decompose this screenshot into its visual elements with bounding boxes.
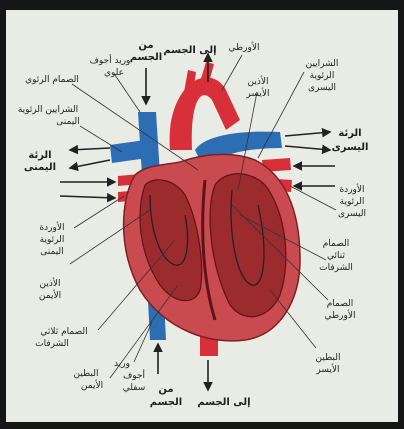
label-aorta: الأورطي xyxy=(229,41,260,53)
label-from-body-bottom-2: الجسم xyxy=(150,397,182,408)
label-rpv-3: اليمنى xyxy=(40,247,63,257)
label-mitral-1: الصمام xyxy=(323,239,350,249)
arrow-left-lung-1 xyxy=(285,132,330,136)
label-rpv-1: الأوردة xyxy=(39,221,64,233)
label-mitral-2: ثنائي xyxy=(327,251,345,261)
label-aortic-valve-2: الأورطي xyxy=(325,309,356,321)
label-lpa-3: اليسرى xyxy=(308,83,336,93)
label-left-lung-2: اليسرى xyxy=(332,142,369,153)
arrow-right-lung-2 xyxy=(70,160,110,168)
arrow-right-vein-2 xyxy=(60,196,115,198)
label-left-lung-1: الرئة xyxy=(338,128,361,139)
label-rpv-2: الرئوية xyxy=(40,235,65,245)
label-lpv-2: الرئوية xyxy=(340,197,365,207)
leader-svc xyxy=(115,75,140,112)
arrow-left-lung-2 xyxy=(285,146,330,150)
label-ivc-3: سفلي xyxy=(123,383,146,393)
label-left-ventricle-2: الأيسر xyxy=(315,363,339,375)
label-tricuspid-1: الصمام ثلاثي xyxy=(40,327,87,337)
label-right-atrium-1: الأذين xyxy=(40,277,61,289)
label-lpa-2: الرئوية xyxy=(310,71,335,81)
label-ivc-2: أجوف xyxy=(123,369,145,381)
label-left-atrium-1: الأذين xyxy=(248,75,269,87)
label-svc-2: علوي xyxy=(104,68,124,78)
label-left-atrium-2: الأيسر xyxy=(245,87,269,99)
label-ivc-1: وريد xyxy=(114,359,130,369)
leader-aorta xyxy=(222,55,242,90)
label-to-body-bottom: إلى الجسم xyxy=(197,397,250,408)
label-left-ventricle-1: البطين xyxy=(316,353,341,363)
label-lpv-3: اليسرى xyxy=(338,209,366,219)
label-mitral-3: الشرفات xyxy=(319,263,353,273)
label-right-ventricle-1: البطين xyxy=(74,369,99,379)
label-aortic-valve-1: الصمام xyxy=(327,299,354,309)
label-to-body-top: إلى الجسم xyxy=(163,45,216,56)
label-right-lung-1: الرئة xyxy=(28,150,51,161)
label-rpa-1: الشرايين الرئوية xyxy=(18,105,78,115)
label-right-ventricle-2: الأيمن xyxy=(81,379,103,391)
label-lpv-1: الأوردة xyxy=(339,183,364,195)
label-rpa-2: اليمنى xyxy=(56,117,79,127)
label-right-lung-2: اليمنى xyxy=(24,162,56,173)
label-pulmonary-valve: الصمام الرئوي xyxy=(25,75,79,85)
arrow-right-lung-1 xyxy=(70,148,110,150)
leader-rpv xyxy=(74,196,124,228)
label-tricuspid-2: الشرفات xyxy=(35,339,69,349)
label-lpa-1: الشرايين xyxy=(306,59,339,69)
label-right-atrium-2: الأيمن xyxy=(39,289,61,301)
label-svc-1: وريد أجوف xyxy=(90,54,131,66)
label-from-body-top-1: من xyxy=(138,40,153,51)
label-from-body-top-2: الجسم xyxy=(130,52,162,63)
leader-lpv xyxy=(290,186,336,210)
label-from-body-bottom-1: من xyxy=(158,384,173,395)
